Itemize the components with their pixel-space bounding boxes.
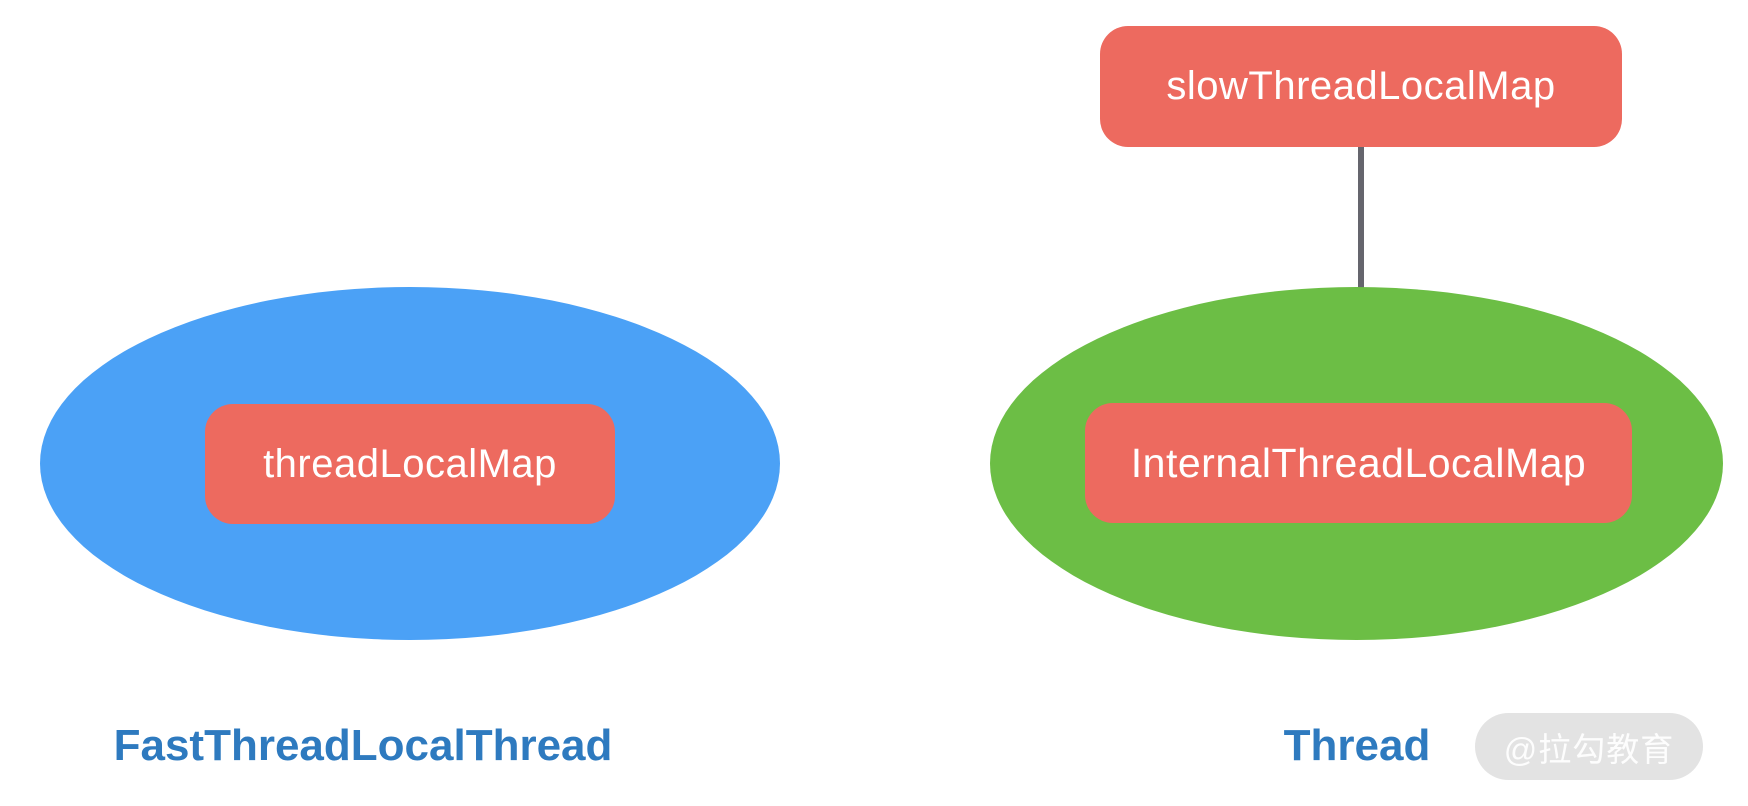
watermark-badge: @拉勾教育: [1475, 713, 1703, 780]
internal-thread-local-map-node: InternalThreadLocalMap: [1085, 403, 1632, 523]
caption-thread: Thread: [1283, 721, 1431, 770]
slow-thread-local-map-node-label: slowThreadLocalMap: [1166, 64, 1556, 108]
caption-fast-thread-local-thread: FastThreadLocalThread: [113, 721, 613, 770]
watermark-text: @拉勾教育: [1503, 730, 1675, 768]
thread-local-map-node-label: threadLocalMap: [263, 441, 557, 486]
thread-local-map-node: threadLocalMap: [205, 404, 615, 524]
slow-thread-local-map-node: slowThreadLocalMap: [1100, 26, 1622, 147]
internal-thread-local-map-node-label: InternalThreadLocalMap: [1130, 439, 1587, 486]
slow-to-internal-arrow-shaft: [1358, 147, 1364, 375]
